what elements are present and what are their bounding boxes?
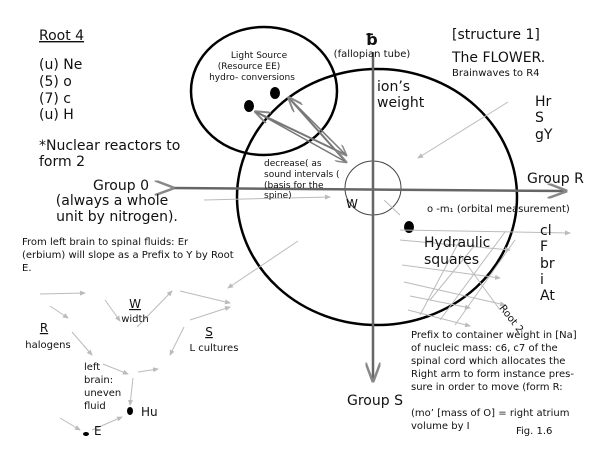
orbital-label: o -m₁ (orbital measurement) xyxy=(427,204,570,215)
hydraulic-label: Hydraulic xyxy=(424,235,490,251)
arrow xyxy=(255,111,346,162)
root4-item: (5) o xyxy=(39,74,72,90)
ions-weight-label: ion’s xyxy=(377,79,410,95)
dot xyxy=(404,221,414,233)
light-source-circle xyxy=(189,25,339,157)
hr-list-item: gY xyxy=(535,127,553,143)
dot xyxy=(244,100,254,112)
left-brain-label: uneven xyxy=(84,388,121,399)
left-brain-label: brain: xyxy=(84,375,113,386)
brainwaves-label: Brainwaves to R4 xyxy=(452,68,540,79)
left-brain-label: fluid xyxy=(84,401,106,412)
arrow xyxy=(288,97,346,155)
left-brain-label: left xyxy=(84,362,100,373)
halogen-item: F xyxy=(540,239,548,255)
light-source-label: (Resource EE) xyxy=(218,62,281,72)
group-0-label: Group 0 xyxy=(93,178,149,194)
prefix-text: sure in order to move (form R: xyxy=(411,382,563,393)
prefix-text: Prefix to container weight in [Na] xyxy=(411,330,577,341)
e-label: E xyxy=(94,424,102,438)
root4-title: Root 4 xyxy=(39,28,84,44)
decrease-note: sound intervals ( xyxy=(264,170,340,180)
structure-label: [structure 1] xyxy=(452,27,540,43)
light-source-label: hydro- conversions xyxy=(209,73,295,83)
halogen-item: cl xyxy=(540,223,552,239)
fallopian-label: (fallopian tube) xyxy=(334,49,411,60)
figure-label: Fig. 1.6 xyxy=(516,426,552,437)
halogen-item: i xyxy=(540,272,544,288)
decrease-note: decrease( as xyxy=(264,159,322,169)
horizontal-axis xyxy=(172,188,565,191)
group-r-label: Group R xyxy=(527,171,584,187)
group-0-note: (always a whole xyxy=(56,193,168,209)
halogen-item: br xyxy=(540,256,555,272)
left-brain-text: (erbium) will slope as a Prefix to Y by … xyxy=(22,250,234,261)
root4-item: (u) H xyxy=(39,107,74,123)
prefix-text: volume by I xyxy=(411,421,470,432)
dot xyxy=(83,432,89,436)
root4-item: (7) c xyxy=(39,91,71,107)
w-label: W xyxy=(346,197,358,211)
dot xyxy=(127,407,133,415)
w-width-letter: W xyxy=(129,297,141,311)
s-cultures-letter: S xyxy=(205,325,213,339)
left-brain-text: From left brain to spinal fluids: Er xyxy=(22,237,189,248)
root4-item: (u) Ne xyxy=(39,57,82,73)
prefix-text: Right arm to form instance pres- xyxy=(411,369,574,380)
group-s-label: Group S xyxy=(347,393,403,409)
prefix-text: of nucleic mass: c6, c7 of the xyxy=(411,343,558,354)
decrease-note: (basis for the xyxy=(264,181,324,191)
hydraulic-label: squares xyxy=(424,252,479,268)
arrow xyxy=(256,112,347,156)
light-source-label: Light Source xyxy=(231,51,288,61)
flower-title: The FLOWER. xyxy=(451,50,545,66)
left-brain-text: E. xyxy=(22,263,32,274)
ions-weight-label: weight xyxy=(377,95,425,111)
prefix-text: (mo’ [mass of O] = right atrium xyxy=(411,408,570,419)
hr-list-item: S xyxy=(535,110,544,126)
grey-arrows xyxy=(39,101,571,431)
r-halogens-label: halogens xyxy=(25,340,70,351)
decrease-note: spine) xyxy=(264,191,292,201)
prefix-text: spinal cord which allocates the xyxy=(411,356,565,367)
group-0-note: unit by nitrogen). xyxy=(56,209,178,225)
hu-label: Hu xyxy=(141,405,158,419)
nuclear-note: *Nuclear reactors to xyxy=(39,138,180,154)
r-halogens-letter: R xyxy=(40,321,48,335)
top-symbol: ƀ xyxy=(366,30,377,49)
halogen-item: At xyxy=(540,288,555,304)
dot xyxy=(270,87,280,99)
w-width-label: width xyxy=(121,314,149,325)
nuclear-note: form 2 xyxy=(39,154,85,170)
hr-list-item: Hr xyxy=(535,94,552,110)
s-cultures-label: L cultures xyxy=(190,343,239,354)
